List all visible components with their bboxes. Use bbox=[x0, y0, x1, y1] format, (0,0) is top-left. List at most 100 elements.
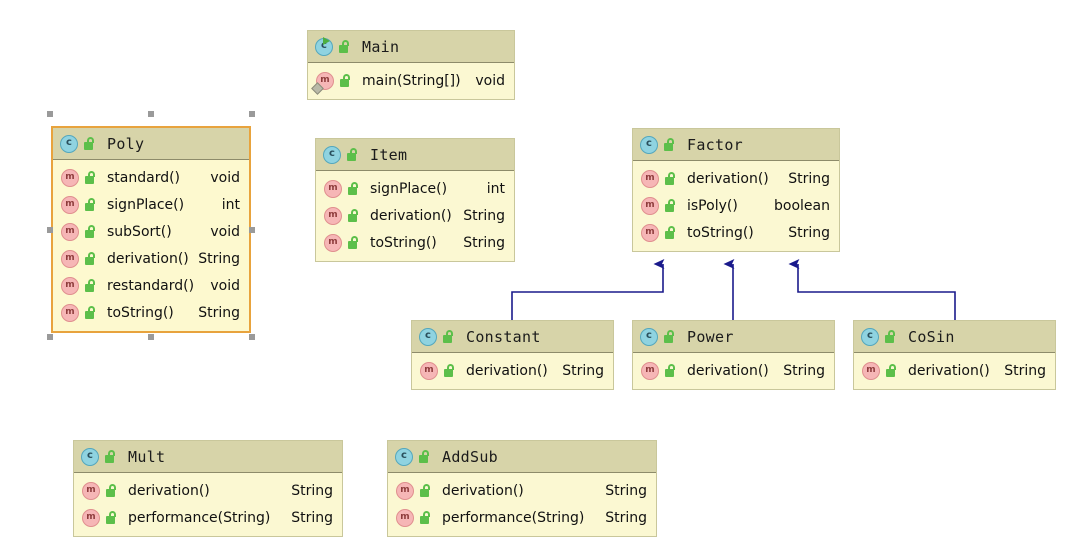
class-header-cosin[interactable]: c CoSin bbox=[854, 321, 1055, 353]
member-name: performance(String) bbox=[128, 509, 271, 526]
method-static-icon: m bbox=[316, 71, 334, 90]
class-name-poly: Poly bbox=[107, 134, 145, 153]
unlocked-padlock-icon bbox=[339, 40, 350, 53]
member-type: String bbox=[198, 250, 240, 267]
resize-handle[interactable] bbox=[249, 334, 255, 340]
method-icon: m bbox=[61, 276, 79, 295]
resize-handle[interactable] bbox=[148, 111, 154, 117]
unlocked-padlock-icon bbox=[347, 148, 358, 161]
class-header-main[interactable]: c Main bbox=[308, 31, 514, 63]
unlocked-padlock-icon bbox=[348, 209, 359, 222]
unlocked-padlock-icon bbox=[664, 330, 675, 343]
member-type: String bbox=[788, 224, 830, 241]
resize-handle[interactable] bbox=[249, 111, 255, 117]
class-icon: c bbox=[640, 327, 658, 346]
method-icon: m bbox=[324, 206, 342, 225]
relationship-cosin-to-factor[interactable] bbox=[788, 259, 956, 320]
method-icon: m bbox=[420, 361, 438, 380]
member-name: signPlace() bbox=[107, 196, 185, 213]
class-name-item: Item bbox=[370, 145, 408, 164]
resize-handle[interactable] bbox=[148, 334, 154, 340]
resize-handle[interactable] bbox=[47, 334, 53, 340]
member-type: String bbox=[783, 362, 825, 379]
class-header-power[interactable]: c Power bbox=[633, 321, 834, 353]
method-icon: m bbox=[396, 508, 414, 527]
member-type: String bbox=[605, 482, 647, 499]
unlocked-padlock-icon bbox=[85, 171, 96, 184]
resize-handle[interactable] bbox=[249, 227, 255, 233]
member-name: isPoly() bbox=[687, 197, 738, 214]
member-type: String bbox=[198, 304, 240, 321]
member-type: String bbox=[463, 207, 505, 224]
class-name-main: Main bbox=[362, 37, 400, 56]
member-name: derivation() bbox=[107, 250, 189, 267]
class-name-power: Power bbox=[687, 327, 734, 346]
resize-handle[interactable] bbox=[47, 111, 53, 117]
unlocked-padlock-icon bbox=[420, 511, 431, 524]
method-icon: m bbox=[61, 195, 79, 214]
unlocked-padlock-icon bbox=[885, 330, 896, 343]
unlocked-padlock-icon bbox=[444, 364, 455, 377]
resize-handle[interactable] bbox=[47, 227, 53, 233]
unlocked-padlock-icon bbox=[665, 172, 676, 185]
unlocked-padlock-icon bbox=[85, 279, 96, 292]
member-name: derivation() bbox=[466, 362, 548, 379]
member-type: void bbox=[210, 277, 240, 294]
unlocked-padlock-icon bbox=[106, 484, 117, 497]
class-icon: c bbox=[861, 327, 879, 346]
class-name-cosin: CoSin bbox=[908, 327, 955, 346]
class-runnable-icon: c bbox=[315, 36, 333, 56]
unlocked-padlock-icon bbox=[348, 182, 359, 195]
method-icon: m bbox=[61, 303, 79, 322]
class-name-constant: Constant bbox=[466, 327, 541, 346]
member-name: derivation() bbox=[128, 482, 210, 499]
member-type: String bbox=[788, 170, 830, 187]
unlocked-padlock-icon bbox=[664, 138, 675, 151]
member-type: String bbox=[1004, 362, 1046, 379]
member-type: int bbox=[486, 180, 505, 197]
unlocked-padlock-icon bbox=[85, 252, 96, 265]
relationship-constant-to-factor[interactable] bbox=[511, 259, 665, 320]
member-name: signPlace() bbox=[370, 180, 448, 197]
